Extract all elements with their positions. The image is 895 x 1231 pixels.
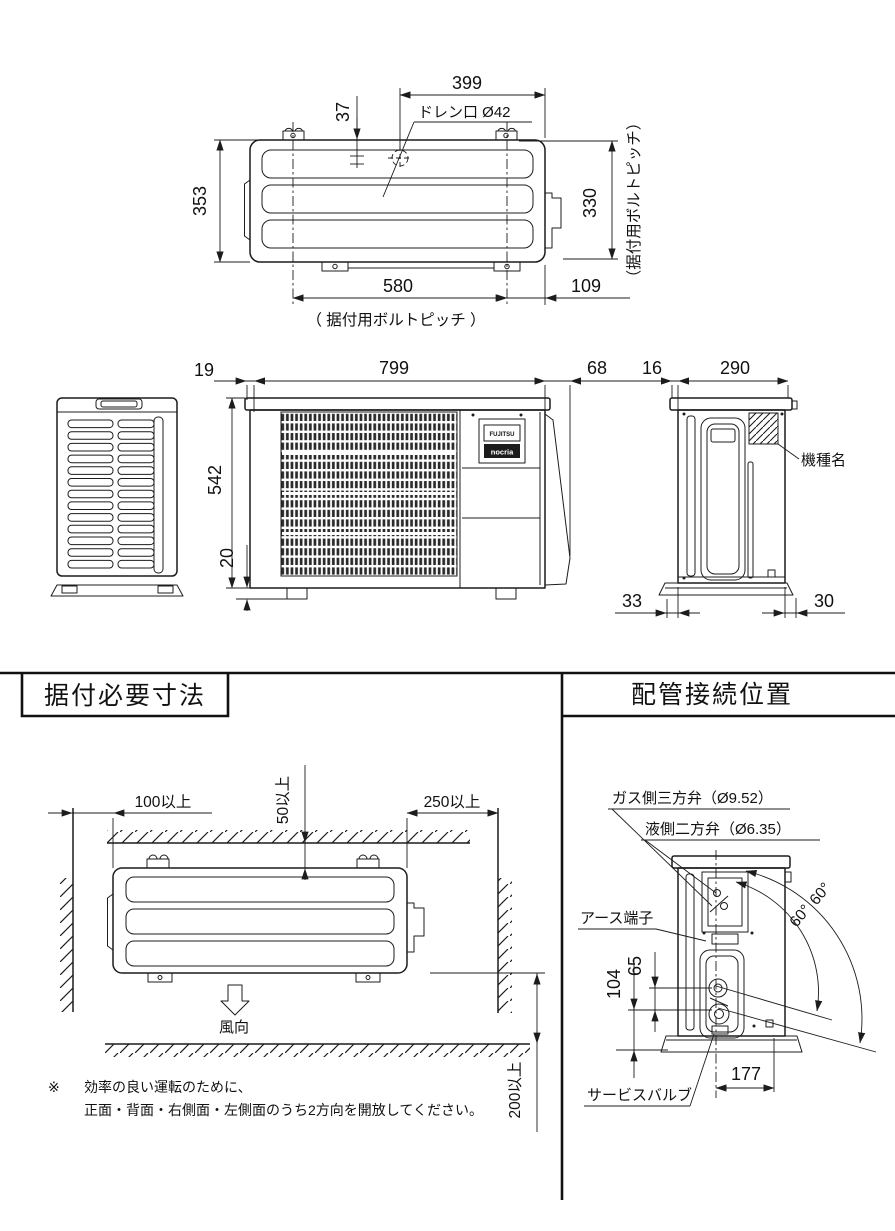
dim-33: 33 — [622, 591, 642, 611]
dim-104: 104 — [604, 969, 624, 999]
wind-direction-icon — [220, 984, 250, 1016]
front-view-foot-right — [495, 587, 517, 600]
dim-30: 30 — [814, 591, 834, 611]
side-view-top-cap — [669, 397, 793, 411]
back-view-body — [56, 397, 178, 577]
dim-68: 68 — [587, 358, 607, 378]
dim-542: 542 — [205, 465, 225, 495]
install-unit-plan — [107, 854, 425, 983]
dim-177: 177 — [731, 1064, 761, 1084]
front-view-foot-left — [286, 587, 308, 600]
front-view-body — [249, 409, 546, 589]
dim-330: 330 — [580, 188, 600, 218]
install-diagram: 100以上 50以上 250以上 200以上 風向 ※ 効率の良い運転のために、… — [48, 765, 545, 1132]
piping-diagram: 60° 60° ガス側三方弁（Ø9.52） 液側二方弁（Ø6.35） アース端子… — [578, 790, 877, 1107]
dim-799: 799 — [379, 358, 409, 378]
front-view-top-cap — [244, 397, 551, 411]
dim-19: 19 — [194, 360, 214, 380]
drain-label: ドレン口 Ø42 — [418, 104, 511, 121]
dim-353: 353 — [190, 186, 210, 216]
dim-clearance-left: 100以上 — [135, 793, 192, 811]
back-view-handle — [95, 398, 143, 410]
install-title-box — [20, 673, 230, 718]
top-view: 399 37 ドレン口 Ø42 353 330 （据付用ボルトピッチ） 580 … — [190, 73, 643, 329]
front-view: FUJITSU nocria 19 799 68 16 290 542 20 — [194, 358, 789, 611]
note-line1: 効率の良い運転のために、 — [84, 1079, 252, 1095]
earth-terminal-label: アース端子 — [580, 910, 653, 927]
dim-580: 580 — [383, 276, 413, 296]
brand-badge: FUJITSU nocria — [471, 413, 526, 464]
swing-arc-inner — [735, 881, 823, 1012]
dim-16: 16 — [642, 358, 662, 378]
note-mark: ※ — [48, 1079, 60, 1095]
section-headers: 据付必要寸法 配管接続位置 — [0, 671, 895, 1200]
top-view-bracket-right — [495, 127, 518, 141]
bolt-pitch-vertical-label: （据付用ボルトピッチ） — [625, 115, 643, 286]
dim-65: 65 — [625, 956, 645, 976]
top-view-left-handle — [244, 179, 251, 241]
wind-direction-label: 風向 — [219, 1019, 249, 1036]
dim-109: 109 — [571, 276, 601, 296]
brand-top-label: FUJITSU — [489, 432, 514, 438]
install-section-title: 据付必要寸法 — [44, 682, 206, 710]
model-name-plate — [748, 412, 779, 445]
dim-angle-inner: 60° — [787, 902, 815, 931]
back-view-base — [50, 584, 184, 597]
dim-399: 399 — [452, 73, 482, 93]
model-name-label: 機種名 — [801, 452, 846, 469]
brand-bottom-label: nocria — [491, 448, 514, 457]
piping-unit-side — [660, 850, 803, 1098]
dim-angle-outer: 60° — [807, 880, 835, 909]
top-view-bracket-left — [282, 127, 305, 141]
dim-clearance-top: 50以上 — [274, 776, 292, 824]
top-view-body — [249, 139, 546, 263]
back-view — [50, 397, 184, 597]
dim-clearance-bottom: 200以上 — [506, 1062, 524, 1119]
dim-37: 37 — [333, 102, 353, 122]
piping-section-title: 配管接続位置 — [631, 681, 793, 709]
bolt-pitch-bottom-label: （ 据付用ボルトピッチ ） — [306, 311, 485, 329]
dim-20: 20 — [217, 548, 237, 568]
swing-arc-outer — [745, 869, 866, 1044]
gas-valve-label: ガス側三方弁（Ø9.52） — [612, 790, 773, 807]
top-view-valve-cover — [545, 192, 562, 249]
dim-clearance-right: 250以上 — [424, 793, 481, 811]
top-view-foot-left — [321, 261, 349, 272]
front-view-side-bulge — [544, 413, 571, 586]
side-view-base — [658, 582, 794, 596]
service-valve-label: サービスバルブ — [587, 1086, 692, 1104]
side-view-pipe-channel — [700, 417, 746, 581]
dim-290: 290 — [720, 358, 750, 378]
note-line2: 正面・背面・右側面・左側面のうち2方向を開放してください。 — [84, 1102, 483, 1118]
side-view: 機種名 33 30 — [615, 397, 846, 618]
liquid-valve-label: 液側二方弁（Ø6.35） — [645, 821, 791, 838]
